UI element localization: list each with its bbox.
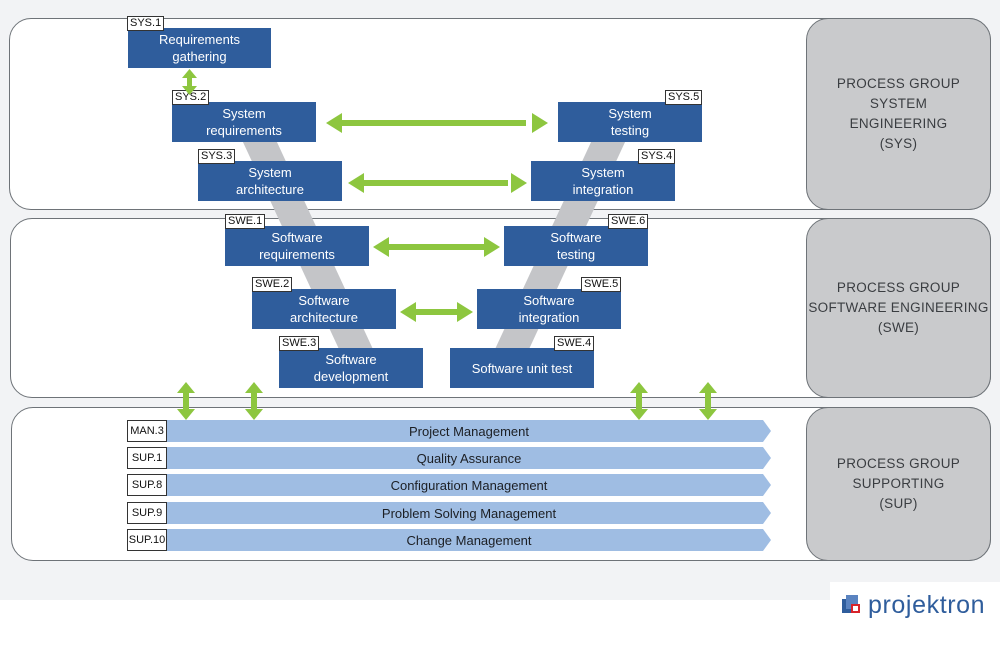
sup-row-label: Project Management [409,423,529,439]
process-swe4-label: Software unit test [471,360,573,376]
sup-row-arrow: Change Management [167,529,771,551]
sys-group-label: PROCESS GROUP SYSTEM ENGINEERING (SYS) [806,18,991,210]
sup-row-label: Configuration Management [390,477,548,493]
process-sys5-code: SYS.5 [665,90,703,105]
sup-group-label: PROCESS GROUP SUPPORTING (SUP) [806,407,991,561]
sup-row-arrow: Project Management [167,420,771,442]
process-sys5-label: System testing [608,106,652,138]
projektron-logo-text: projektron [868,590,986,619]
process-sys3-label: System architecture [236,165,304,197]
sup-row-code: MAN.3 [127,420,167,442]
process-sys2[interactable]: System requirements [172,102,316,142]
swe-group-label: PROCESS GROUP SOFTWARE ENGINEERING (SWE) [806,218,991,398]
process-swe2[interactable]: Software architecture [252,289,396,329]
process-swe6-label: Software testing [550,230,602,262]
sup-row-label: Quality Assurance [416,450,522,466]
sup-row-code: SUP.8 [127,474,167,496]
process-sys4-label: System integration [572,165,634,197]
process-sys3[interactable]: System architecture [198,161,342,201]
process-sys1-code: SYS.1 [127,16,165,31]
process-sys2-label: System requirements [206,106,282,138]
process-sys3-code: SYS.3 [198,149,236,164]
process-sys2-code: SYS.2 [172,90,210,105]
process-swe1[interactable]: Software requirements [225,226,369,266]
process-swe5-code: SWE.5 [581,277,622,292]
process-swe1-label: Software requirements [259,230,335,262]
process-swe2-label: Software architecture [290,293,358,325]
process-swe6-code: SWE.6 [608,214,649,229]
process-swe2-code: SWE.2 [252,277,293,292]
sys-group-label-text: PROCESS GROUP SYSTEM ENGINEERING (SYS) [836,76,961,151]
sup-row-code: SUP.1 [127,447,167,469]
process-swe1-code: SWE.1 [225,214,266,229]
sup-row-code: SUP.9 [127,502,167,524]
process-swe5[interactable]: Software integration [477,289,621,329]
process-swe3[interactable]: Software development [279,348,423,388]
process-swe5-label: Software integration [518,293,580,325]
sup-row-label: Problem Solving Management [381,505,557,521]
process-swe4[interactable]: Software unit test [450,348,594,388]
process-swe3-label: Software development [313,352,389,384]
projektron-logo: projektron [830,582,1000,628]
process-swe3-code: SWE.3 [279,336,320,351]
sup-group-label-text: PROCESS GROUP SUPPORTING (SUP) [836,456,961,511]
process-swe6[interactable]: Software testing [504,226,648,266]
sup-row-label: Change Management [406,532,532,548]
process-sys4-code: SYS.4 [638,149,676,164]
sup-row-arrow: Problem Solving Management [167,502,771,524]
sup-row-code: SUP.10 [127,529,167,551]
sup-row-arrow: Quality Assurance [167,447,771,469]
process-sys1[interactable]: Requirements gathering [128,28,271,68]
process-swe4-code: SWE.4 [554,336,595,351]
swe-group-label-text: PROCESS GROUP SOFTWARE ENGINEERING (SWE) [808,280,989,335]
process-sys5[interactable]: System testing [558,102,702,142]
sup-row-arrow: Configuration Management [167,474,771,496]
projektron-logo-icon [842,595,860,613]
process-sys4[interactable]: System integration [531,161,675,201]
process-sys1-label: Requirements gathering [159,32,240,64]
